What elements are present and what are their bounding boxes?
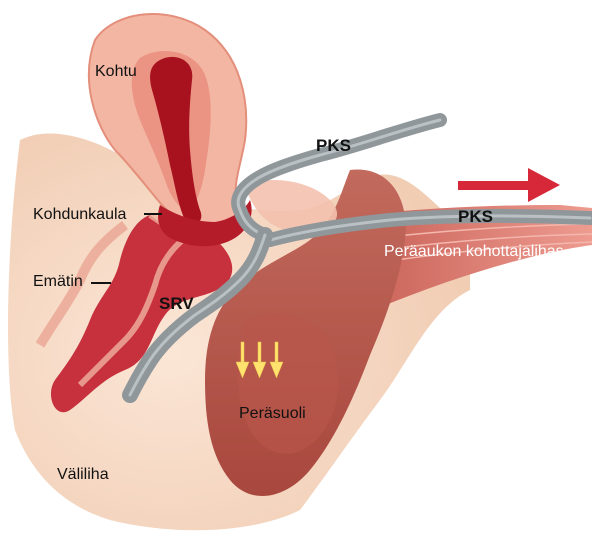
srv-label: SRV <box>159 294 194 313</box>
cervix-label: Kohdunkaula <box>33 206 127 223</box>
rectum-label: Peräsuoli <box>239 405 306 422</box>
pks-top-label: PKS <box>316 136 351 155</box>
right-arrow-icon <box>458 168 560 202</box>
pks-right-label: PKS <box>458 207 493 226</box>
down-arrow-icon <box>236 342 283 378</box>
uterus-label: Kohtu <box>95 63 137 80</box>
perineum-label: Väliliha <box>57 466 109 483</box>
levator-label: Peräaukon kohottajalihas <box>384 243 564 260</box>
vagina-label: Emätin <box>33 273 83 290</box>
